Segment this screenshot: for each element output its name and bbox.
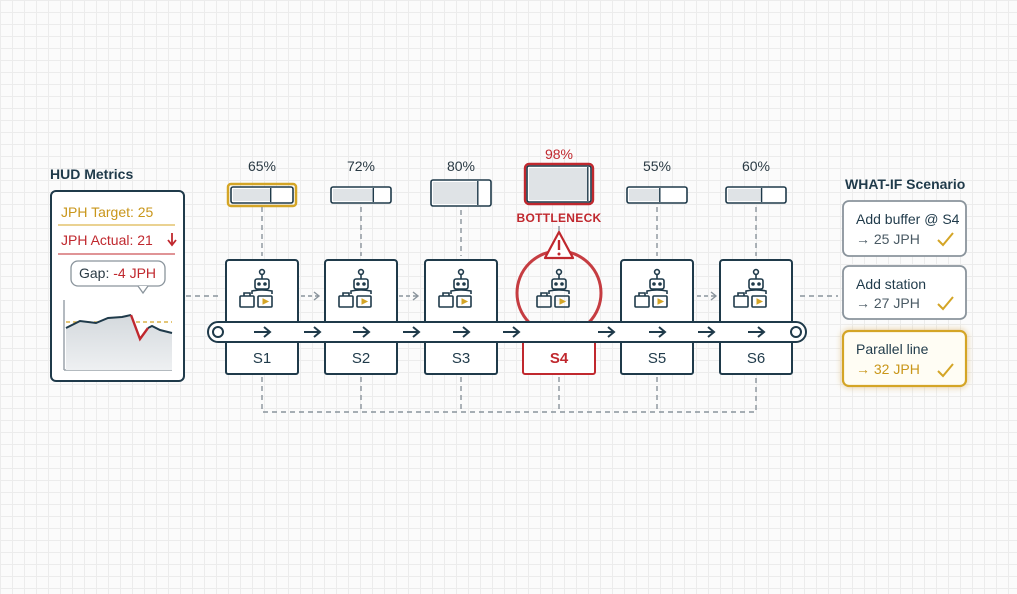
utilization-s2: 72% <box>346 158 376 174</box>
arrow-right-icon <box>649 326 667 338</box>
arrow-right-icon <box>598 326 616 338</box>
arrow-right-icon <box>503 326 521 338</box>
checkmark-icon <box>937 363 954 378</box>
robot-arm-icon <box>634 268 668 308</box>
flow-arrows <box>301 291 718 301</box>
arrow-down-icon <box>167 233 177 247</box>
gap-callout <box>70 260 166 295</box>
jph-target: JPH Target: 25 <box>61 204 154 220</box>
checkmark-icon <box>937 296 954 311</box>
gap-indicator: Gap: -4 JPH <box>79 265 156 281</box>
whatif-title: WHAT-IF Scenario <box>845 176 966 192</box>
utilization-gauge <box>226 182 298 208</box>
station-label-s5: S5 <box>647 350 667 367</box>
utilization-s1: 65% <box>247 158 277 174</box>
robot-arm-icon <box>438 268 472 308</box>
scenario-3-result: → 32 JPH <box>856 361 920 377</box>
station-s6 <box>719 186 793 375</box>
robot-arm-icon <box>239 268 273 308</box>
whatif-cards <box>841 200 968 388</box>
arrow-right-icon <box>304 326 322 338</box>
scenario-2-result: → 27 JPH <box>856 295 920 311</box>
checkmark-icon <box>937 232 954 247</box>
arrow-right-icon <box>453 326 471 338</box>
station-label-s1: S1 <box>252 350 272 367</box>
station-s3 <box>424 179 498 375</box>
robot-arm-icon <box>536 268 570 308</box>
scenario-card-3 <box>841 329 968 388</box>
utilization-gauge <box>430 179 492 207</box>
gap-label: Gap: <box>79 265 110 281</box>
station-s1 <box>225 182 299 375</box>
robot-arm-icon <box>733 268 767 308</box>
utilization-s3: 80% <box>446 158 476 174</box>
arrow-right-icon <box>254 326 272 338</box>
jph-actual: JPH Actual: 21 <box>61 232 153 248</box>
scenario-1-title: Add buffer @ S4 <box>856 211 960 227</box>
utilization-gauge <box>523 162 595 206</box>
conveyor-belt <box>207 321 807 343</box>
gap-value: -4 JPH <box>113 265 157 281</box>
station-label-s6: S6 <box>746 350 766 367</box>
arrow-right-icon <box>403 326 421 338</box>
warning-icon <box>543 230 575 260</box>
arrow-right-icon <box>353 326 371 338</box>
scenario-card-1 <box>842 200 967 257</box>
hud-title: HUD Metrics <box>50 166 134 182</box>
bottleneck-label: BOTTLENECK <box>516 211 602 225</box>
station-label-s2: S2 <box>351 350 371 367</box>
station-s4 <box>515 162 603 375</box>
utilization-gauge <box>330 186 392 204</box>
utilization-s6: 60% <box>741 158 771 174</box>
utilization-gauge <box>725 186 787 204</box>
station-s2 <box>324 186 398 375</box>
arrow-right-icon <box>748 326 766 338</box>
scenario-2-title: Add station <box>856 276 927 292</box>
utilization-s5: 55% <box>642 158 672 174</box>
utilization-gauge <box>626 186 688 204</box>
station-label-s3: S3 <box>451 350 471 367</box>
hud-panel <box>50 190 185 382</box>
arrow-right-icon <box>698 326 716 338</box>
scenario-card-2 <box>842 265 967 320</box>
scenario-3-title: Parallel line <box>856 341 929 357</box>
utilization-s4: 98% <box>544 146 574 162</box>
scenario-1-result: → 25 JPH <box>856 231 920 247</box>
station-s5 <box>620 186 694 375</box>
hud-sparkline <box>63 300 173 371</box>
station-label-s4: S4 <box>549 350 569 367</box>
robot-arm-icon <box>338 268 372 308</box>
return-bus <box>261 377 757 413</box>
